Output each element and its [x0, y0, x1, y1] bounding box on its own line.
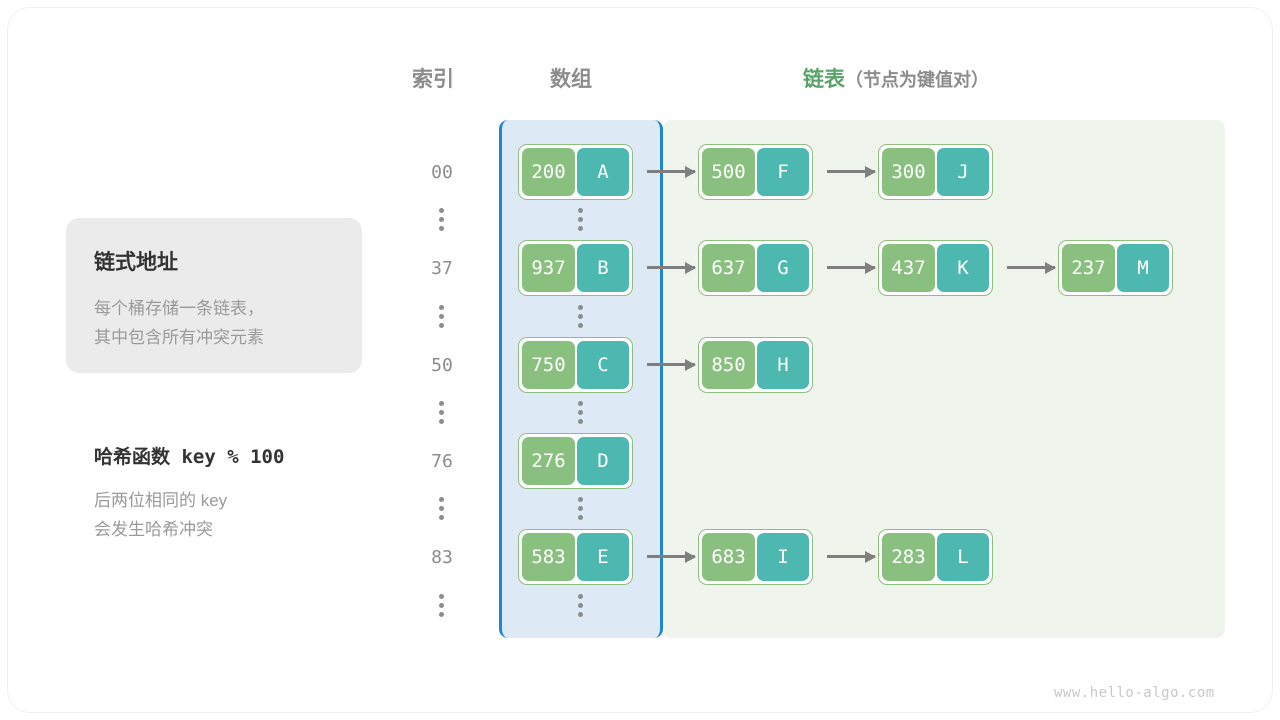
node-key: 937 — [522, 244, 575, 292]
next-pointer-arrow — [647, 165, 696, 178]
array-column-ellipsis — [578, 208, 584, 231]
array-column-ellipsis — [578, 594, 584, 617]
chaining-info-box: 链式地址 每个桶存储一条链表， 其中包含所有冲突元素 — [66, 218, 362, 373]
next-pointer-arrow — [647, 358, 696, 371]
node-key: 237 — [1062, 244, 1115, 292]
index-column-ellipsis — [439, 208, 445, 231]
node-value: C — [577, 341, 629, 389]
header-linkedlist-main: 链表 — [803, 68, 845, 91]
node-value: B — [577, 244, 629, 292]
node-value: G — [757, 244, 809, 292]
node-value: J — [937, 148, 989, 196]
node-value: E — [577, 533, 629, 581]
hash-function-note: 哈希函数 key % 100 后两位相同的 key 会发生哈希冲突 — [94, 442, 284, 544]
info-box-line-2: 其中包含所有冲突元素 — [94, 328, 264, 347]
header-linkedlist: 链表（节点为键值对） — [803, 63, 989, 93]
node-value: H — [757, 341, 809, 389]
hash-function-formula: 哈希函数 key % 100 — [94, 446, 285, 468]
source-watermark: www.hello-algo.com — [1054, 685, 1215, 701]
next-pointer-arrow — [827, 550, 876, 563]
hash-note-line-1: 后两位相同的 key — [94, 491, 228, 510]
node-value: L — [937, 533, 989, 581]
node-key: 683 — [702, 533, 755, 581]
header-linkedlist-sub: （节点为键值对） — [845, 70, 989, 90]
next-pointer-arrow — [1007, 261, 1056, 274]
array-column-ellipsis — [578, 305, 584, 328]
node-key: 850 — [702, 341, 755, 389]
node-value: M — [1117, 244, 1169, 292]
bucket-index-label: 50 — [431, 355, 453, 376]
node-value: D — [577, 437, 629, 485]
node-key: 300 — [882, 148, 935, 196]
header-index: 索引 — [412, 68, 454, 91]
node-key: 200 — [522, 148, 575, 196]
diagram-card: 索引 数组 链表（节点为键值对） 链式地址 每个桶存储一条链表， 其中包含所有冲… — [8, 8, 1272, 712]
index-column-ellipsis — [439, 401, 445, 424]
index-column-ellipsis — [439, 305, 445, 328]
node-key: 583 — [522, 533, 575, 581]
info-box-title: 链式地址 — [94, 251, 178, 274]
header-array: 数组 — [550, 68, 592, 91]
next-pointer-arrow — [827, 261, 876, 274]
next-pointer-arrow — [647, 550, 696, 563]
node-value: F — [757, 148, 809, 196]
node-key: 283 — [882, 533, 935, 581]
index-column-ellipsis — [439, 497, 445, 520]
hash-note-line-2: 会发生哈希冲突 — [94, 520, 213, 539]
bucket-index-label: 37 — [431, 258, 453, 279]
node-value: A — [577, 148, 629, 196]
array-column-ellipsis — [578, 497, 584, 520]
array-column-ellipsis — [578, 401, 584, 424]
index-column-ellipsis — [439, 594, 445, 617]
node-key: 637 — [702, 244, 755, 292]
node-key: 750 — [522, 341, 575, 389]
next-pointer-arrow — [647, 261, 696, 274]
bucket-index-label: 00 — [431, 162, 453, 183]
node-key: 437 — [882, 244, 935, 292]
node-key: 276 — [522, 437, 575, 485]
bucket-index-label: 83 — [431, 547, 453, 568]
node-value: I — [757, 533, 809, 581]
node-key: 500 — [702, 148, 755, 196]
bucket-index-label: 76 — [431, 451, 453, 472]
info-box-line-1: 每个桶存储一条链表， — [94, 299, 264, 318]
node-value: K — [937, 244, 989, 292]
next-pointer-arrow — [827, 165, 876, 178]
